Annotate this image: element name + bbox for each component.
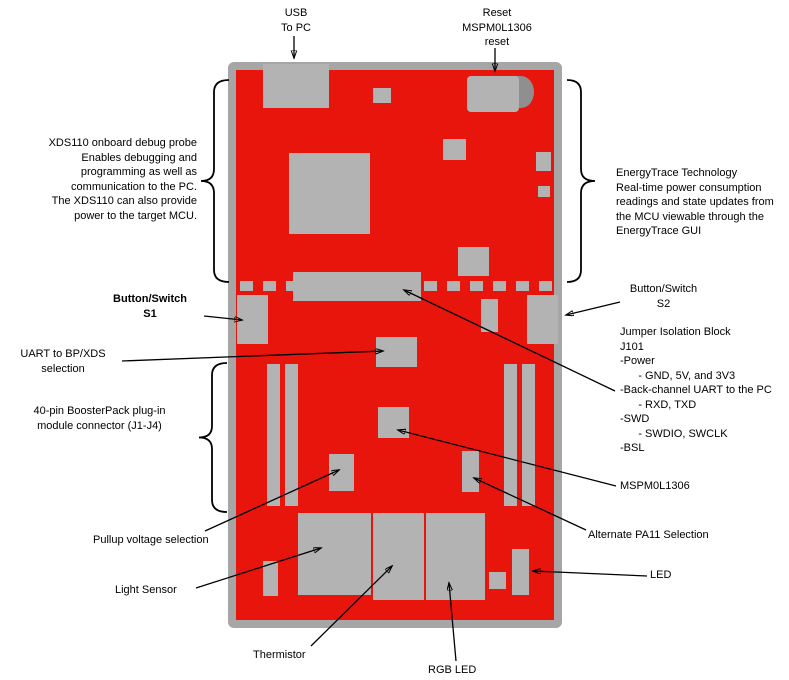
pullup-label: Pullup voltage selection bbox=[93, 534, 209, 546]
xds110-brace bbox=[200, 79, 230, 283]
led-label: LED bbox=[650, 569, 672, 581]
reset-button bbox=[467, 76, 519, 112]
component-far-right-2 bbox=[538, 186, 550, 197]
boosterpack-header-left-2 bbox=[285, 364, 298, 506]
left-edge-component bbox=[263, 561, 278, 596]
j101-jumper-connector bbox=[293, 272, 421, 301]
thermistor-block bbox=[373, 513, 424, 600]
component-below-s2 bbox=[481, 299, 498, 332]
mcu-chip bbox=[378, 407, 409, 438]
small-square-bottom bbox=[489, 572, 506, 589]
usb-connector bbox=[263, 64, 329, 108]
component-right-upper bbox=[443, 139, 466, 160]
boosterpack-header-right-1 bbox=[504, 364, 517, 506]
switch-s1-label: Button/Switch S1 bbox=[113, 293, 187, 320]
xds110-ic bbox=[289, 153, 370, 234]
small-component-top bbox=[373, 88, 391, 103]
boosterpack-header-left-1 bbox=[267, 364, 280, 506]
component-far-right-1 bbox=[536, 152, 551, 171]
mcu-label: MSPM0L1306 bbox=[620, 480, 690, 492]
energytrace-description: EnergyTrace Technology Real-time power c… bbox=[616, 167, 774, 237]
energytrace-brace bbox=[566, 79, 596, 283]
component-mid bbox=[458, 247, 489, 276]
xds110-description: XDS110 onboard debug probe Enables debug… bbox=[48, 137, 197, 222]
alt-pa11-label: Alternate PA11 Selection bbox=[588, 529, 709, 541]
jumper-isolation-block-label: Jumper Isolation Block J101 -Power - GND… bbox=[620, 326, 772, 454]
switch-s2-label: Button/Switch S2 bbox=[629, 283, 698, 310]
thermistor-label: Thermistor bbox=[253, 649, 306, 661]
boosterpack-label: 40-pin BoosterPack plug-in module connec… bbox=[33, 405, 166, 432]
pullup-voltage-jumper bbox=[329, 454, 354, 491]
s1-button bbox=[237, 295, 268, 344]
alt-pa11-jumper bbox=[462, 451, 479, 492]
light-sensor-label: Light Sensor bbox=[115, 584, 177, 596]
s2-button bbox=[527, 295, 558, 344]
usb-label: USB To PC bbox=[281, 7, 311, 34]
uart-selection-jumper bbox=[376, 337, 417, 367]
uart-selection-label: UART to BP/XDS selection bbox=[20, 348, 106, 375]
led-component bbox=[512, 549, 529, 595]
light-sensor-block bbox=[298, 513, 371, 595]
rgb-led-label: RGB LED bbox=[428, 664, 477, 676]
s2-arrow bbox=[566, 301, 621, 315]
reset-label: Reset MSPM0L1306 reset bbox=[462, 7, 532, 48]
rgb-led-block bbox=[426, 513, 485, 600]
boosterpack-brace bbox=[198, 362, 228, 513]
boosterpack-header-right-2 bbox=[522, 364, 535, 506]
